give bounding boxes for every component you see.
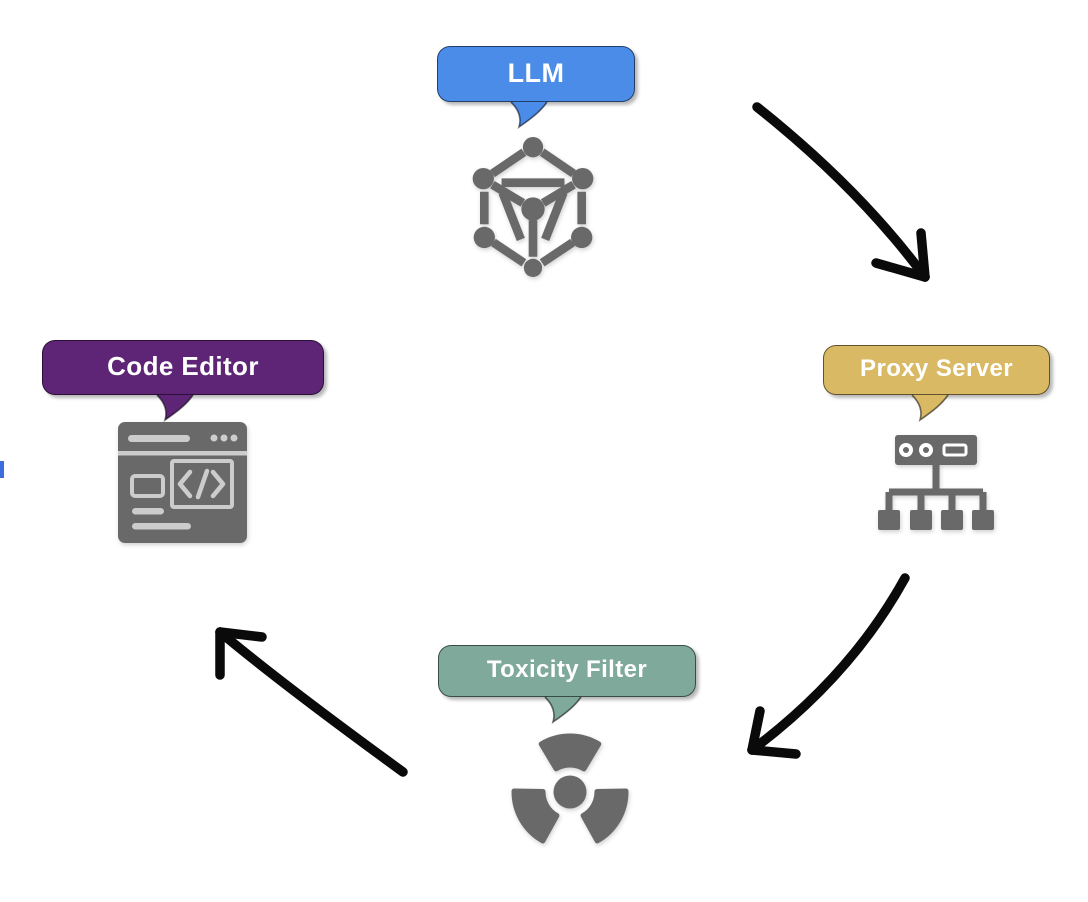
node-toxicity-filter: Toxicity Filter [438, 645, 696, 724]
node-code-editor: Code Editor [42, 340, 324, 422]
radiation-icon [511, 733, 629, 844]
stray-cursor-artifact [0, 461, 4, 478]
toxicity-filter-label: Toxicity Filter [486, 656, 648, 683]
code-editor-label-bubble: Code Editor [42, 340, 324, 422]
llm-label-bubble: LLM [437, 46, 635, 129]
arrow-toxicity-filter-to-code-editor [215, 627, 408, 777]
speech-bubble-tail [911, 394, 949, 422]
speech-bubble-tail [156, 394, 194, 422]
toxicity-filter-label-bubble: Toxicity Filter [438, 645, 696, 724]
node-llm: LLM [437, 46, 635, 129]
node-proxy-server: Proxy Server [823, 345, 1050, 422]
proxy-server-label-bubble: Proxy Server [823, 345, 1050, 422]
code-editor-window-icon [118, 422, 247, 543]
arrow-proxy-server-to-toxicity-filter [747, 573, 910, 759]
network-graph-icon [472, 137, 594, 277]
llm-label: LLM [507, 57, 565, 88]
speech-bubble-tail [544, 696, 582, 724]
server-network-icon [878, 435, 994, 530]
code-editor-label: Code Editor [107, 351, 259, 381]
speech-bubble-tail [510, 101, 548, 129]
arrow-llm-to-proxy-server [752, 102, 930, 282]
proxy-server-label: Proxy Server [860, 355, 1013, 382]
